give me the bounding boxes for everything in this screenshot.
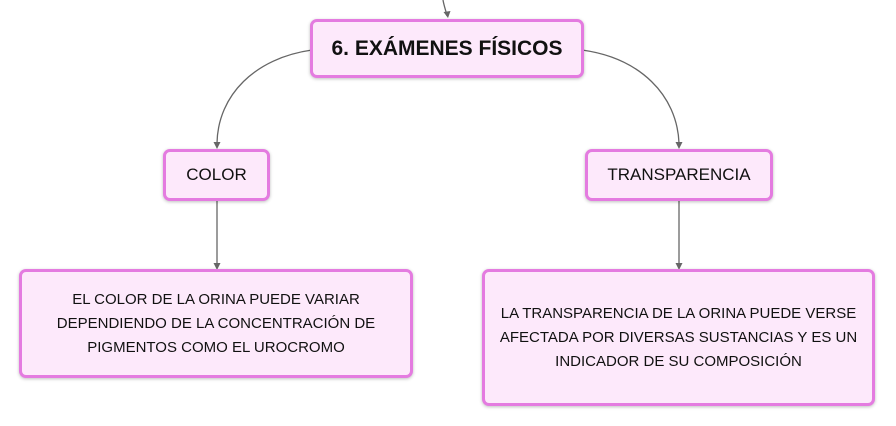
- arrowhead-transparencia-description: [675, 263, 683, 270]
- root-label: 6. EXÁMENES FÍSICOS: [331, 36, 563, 60]
- color-description-node[interactable]: EL COLOR DE LA ORINA PUEDE VARIAR DEPEND…: [19, 269, 413, 378]
- root-node[interactable]: 6. EXÁMENES FÍSICOS: [310, 19, 584, 78]
- color-description-text: EL COLOR DE LA ORINA PUEDE VARIAR DEPEND…: [56, 290, 376, 356]
- arrowhead-color-description: [213, 263, 221, 270]
- connector-root-transparencia: [581, 49, 680, 144]
- color-label: COLOR: [186, 165, 247, 184]
- transparencia-description-text: LA TRANSPARENCIA DE LA ORINA PUEDE VERSE…: [499, 304, 858, 370]
- transparencia-description-node[interactable]: LA TRANSPARENCIA DE LA ORINA PUEDE VERSE…: [482, 269, 875, 406]
- transparencia-node[interactable]: TRANSPARENCIA: [585, 149, 773, 201]
- arrowhead-incoming-root: [443, 11, 451, 18]
- connector-root-color: [216, 49, 313, 144]
- color-node[interactable]: COLOR: [163, 149, 270, 201]
- arrowhead-color: [213, 142, 221, 149]
- transparencia-label: TRANSPARENCIA: [607, 165, 751, 184]
- arrowhead-transparencia: [675, 142, 683, 149]
